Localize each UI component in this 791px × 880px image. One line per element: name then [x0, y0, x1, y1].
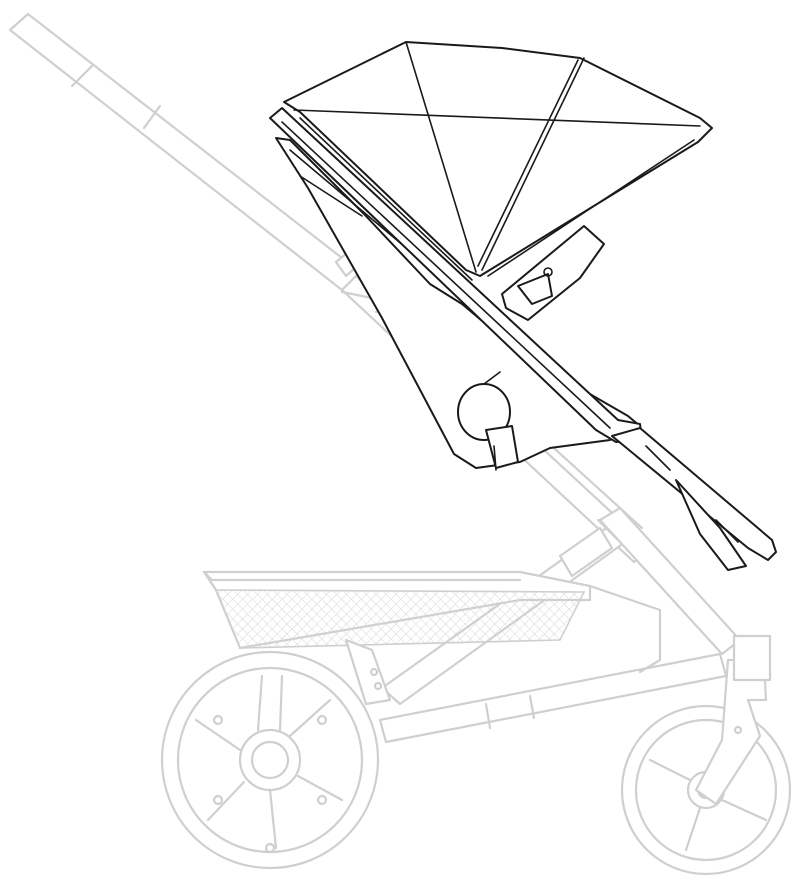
- rear-wheel: [160, 650, 380, 870]
- seat-lock-knob: [485, 425, 519, 469]
- front-fork: [694, 634, 772, 806]
- leg-rest-flap: [675, 479, 747, 571]
- seat-unit: [269, 41, 777, 571]
- shopping-basket: [202, 570, 662, 674]
- canopy-lock: [517, 273, 553, 305]
- rear-brake-bracket: [344, 638, 392, 706]
- canopy: [283, 41, 713, 281]
- leg-rest: [611, 427, 777, 561]
